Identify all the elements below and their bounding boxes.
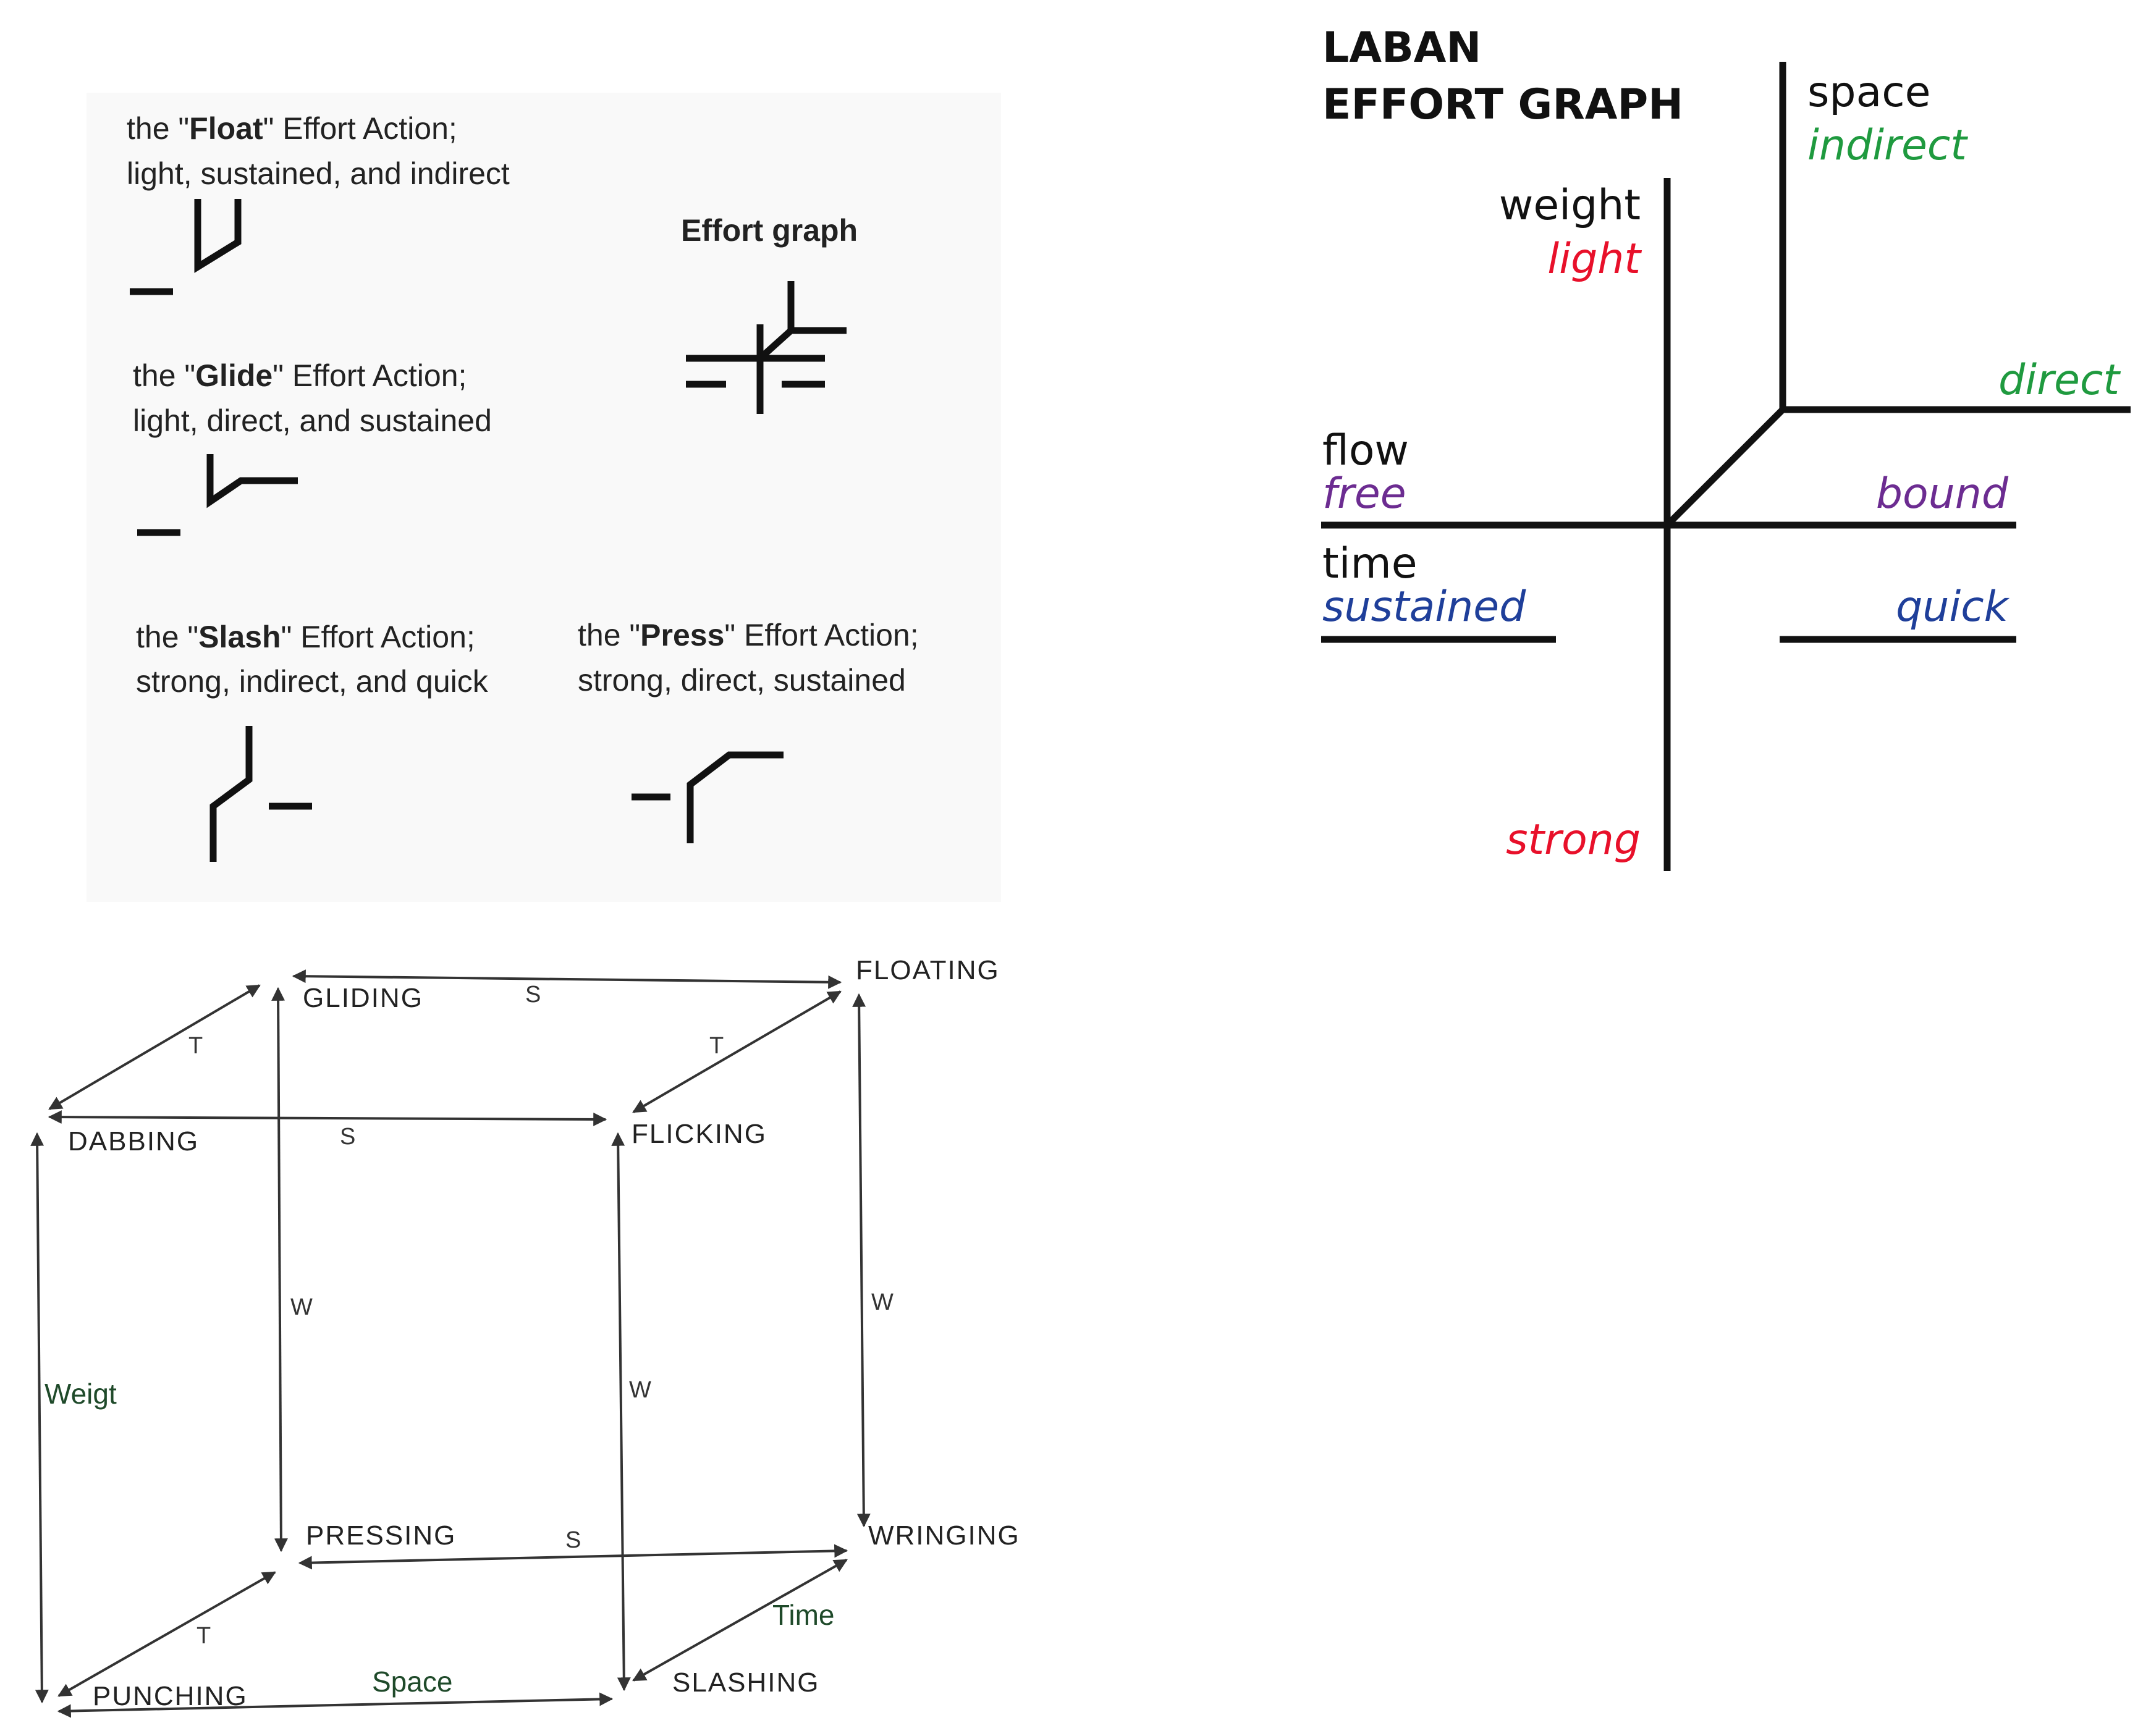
corner-dabbing: DABBING: [68, 1126, 199, 1157]
edge-floating-wringing: [852, 993, 871, 1528]
edge-label-s-top-back: S: [525, 982, 541, 1008]
slash-caption-line2: strong, indirect, and quick: [136, 664, 489, 699]
float-caption-line2: light, sustained, and indirect: [127, 156, 510, 191]
edge-label-t-top-left: T: [188, 1033, 203, 1059]
quick-label: quick: [1896, 583, 2010, 631]
edge-label-w-back-right: W: [871, 1289, 894, 1315]
direct-label: direct: [1998, 356, 2121, 405]
edge-dabbing-punching: [30, 1132, 49, 1704]
edge-pressing-punching: [57, 1571, 276, 1697]
corner-slashing: SLASHING: [672, 1667, 820, 1698]
edge-dabbing-flicking: [48, 1110, 607, 1126]
light-label: light: [1547, 235, 1642, 284]
laban-effort-graph: LABAN EFFORT GRAPH space indirect direct…: [1321, 23, 2131, 871]
space-label: space: [1807, 68, 1930, 117]
corner-floating: FLOATING: [856, 955, 1000, 985]
slash-action: the "Slash" Effort Action; strong, indir…: [136, 620, 489, 862]
effort-actions-panel: the "Float" Effort Action; light, sustai…: [87, 93, 1001, 902]
glide-caption-line1: the "Glide" Effort Action;: [133, 358, 467, 393]
space-diagonal: [1665, 407, 1785, 528]
laban-title-line2: EFFORT GRAPH: [1322, 80, 1683, 129]
corner-wringing: WRINGING: [868, 1520, 1020, 1551]
corner-punching: PUNCHING: [93, 1681, 248, 1711]
glide-caption-line2: light, direct, and sustained: [133, 403, 492, 438]
effort-graph-small: Effort graph: [681, 213, 858, 414]
time-label: time: [1322, 539, 1418, 588]
edge-gliding-pressing: [271, 987, 288, 1553]
edge-label-t-top-right: T: [709, 1033, 724, 1059]
edge-wringing-slashing: [632, 1559, 848, 1682]
edge-floating-flicking: [632, 990, 842, 1113]
glide-action: the "Glide" Effort Action; light, direct…: [133, 358, 492, 536]
laban-title-line1: LABAN: [1322, 23, 1481, 72]
bound-label: bound: [1876, 470, 2009, 518]
edge-label-s-top-front: S: [340, 1124, 355, 1150]
effort-graph-title: Effort graph: [681, 213, 858, 248]
effort-cube: GLIDING FLOATING DABBING FLICKING PRESSI…: [30, 955, 1020, 1718]
edge-gliding-dabbing: [48, 984, 261, 1110]
slash-effort-symbol: [209, 726, 312, 862]
edge-label-w-back-left: W: [290, 1294, 313, 1320]
corner-pressing: PRESSING: [306, 1520, 456, 1551]
glide-effort-symbol: [137, 454, 298, 536]
edge-label-w-front-right: W: [629, 1377, 651, 1403]
float-action: the "Float" Effort Action; light, sustai…: [127, 111, 510, 295]
press-caption-line2: strong, direct, sustained: [578, 663, 906, 697]
edge-gliding-floating: [292, 969, 842, 989]
edge-label-s-bottom-back: S: [565, 1527, 581, 1553]
press-caption-line1: the "Press" Effort Action;: [578, 618, 919, 652]
edge-label-time-bottom-right: Time: [772, 1599, 835, 1631]
free-label: free: [1322, 470, 1406, 518]
flow-label: flow: [1322, 426, 1409, 475]
edge-label-weight-front-left: Weigt: [44, 1378, 117, 1410]
strong-label: strong: [1506, 815, 1641, 864]
corner-flicking: FLICKING: [632, 1119, 767, 1149]
press-effort-symbol: [632, 751, 784, 843]
laban-axes: [1321, 62, 2131, 871]
float-caption-line1: the "Float" Effort Action;: [127, 111, 457, 146]
sustained-label: sustained: [1322, 583, 1526, 631]
cube-edges: [30, 969, 871, 1718]
corner-gliding: GLIDING: [303, 983, 423, 1013]
press-action: the "Press" Effort Action; strong, direc…: [578, 618, 919, 843]
edge-pressing-wringing: [298, 1544, 848, 1570]
edge-label-space-bottom-front: Space: [372, 1666, 452, 1698]
indirect-label: indirect: [1807, 121, 1968, 170]
effort-actions-panel-bg: [87, 93, 1001, 902]
float-effort-symbol: [130, 199, 242, 295]
slash-caption-line1: the "Slash" Effort Action;: [136, 620, 475, 654]
effort-graph-small-symbol: [686, 281, 847, 414]
edge-label-t-bottom-left: T: [197, 1623, 211, 1649]
edge-flicking-slashing: [611, 1132, 631, 1692]
weight-label: weight: [1499, 181, 1641, 230]
edge-punching-slashing: [57, 1692, 614, 1718]
